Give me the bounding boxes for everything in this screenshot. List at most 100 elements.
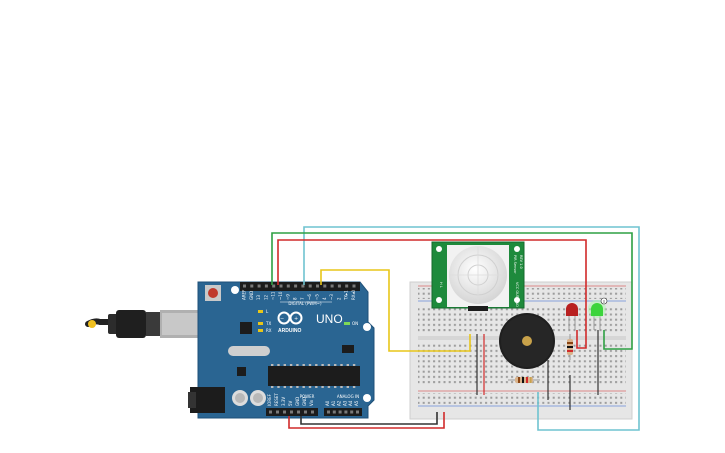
power-pin-label: Vin bbox=[309, 399, 314, 406]
pir-pins bbox=[468, 306, 488, 311]
crystal-oscillator bbox=[228, 346, 270, 356]
digital-pin-label: 7 bbox=[300, 297, 305, 300]
pin-hole[interactable] bbox=[304, 410, 307, 414]
pin-hole[interactable] bbox=[301, 284, 305, 288]
digital-pin-label: ~11 bbox=[271, 291, 276, 300]
on-label: ON bbox=[352, 321, 358, 326]
wire-black-bottom[interactable] bbox=[300, 412, 438, 425]
bottom-pin-holes bbox=[269, 410, 359, 414]
power-pin-label: GND bbox=[295, 397, 300, 406]
pin-hole[interactable] bbox=[352, 284, 356, 288]
pin-hole[interactable] bbox=[257, 284, 261, 288]
pin-hole[interactable] bbox=[294, 284, 298, 288]
pin-hole[interactable] bbox=[337, 284, 341, 288]
digital-pin-label: TX▸1 bbox=[344, 290, 349, 301]
digital-pin-label: ~3 bbox=[329, 294, 334, 300]
digital-header[interactable] bbox=[240, 282, 360, 291]
digital-pin-label: ~10 bbox=[278, 291, 283, 300]
mounting-hole bbox=[363, 394, 371, 402]
pin-hole[interactable] bbox=[316, 284, 319, 288]
pin-hole[interactable] bbox=[308, 284, 312, 288]
pin-hole[interactable] bbox=[350, 410, 354, 414]
usb-cable[interactable] bbox=[85, 310, 200, 338]
pin-hole[interactable] bbox=[338, 410, 342, 414]
pin-hole[interactable] bbox=[243, 284, 246, 288]
on-led bbox=[344, 322, 350, 325]
capacitors bbox=[232, 390, 266, 406]
mounting-hole bbox=[363, 323, 371, 331]
arduino-logo-text: ARDUINO bbox=[278, 328, 301, 334]
digital-pin-label: 2 bbox=[336, 297, 341, 300]
pin-hole[interactable] bbox=[272, 284, 276, 288]
info-icon[interactable] bbox=[600, 297, 608, 305]
l-label: L bbox=[266, 309, 269, 314]
svg-text:−: − bbox=[280, 316, 284, 322]
digital-pin-label: GND bbox=[249, 291, 254, 300]
atmega-chip bbox=[268, 364, 360, 388]
analog-pin-label: A0 bbox=[325, 400, 330, 406]
usb-chip bbox=[240, 322, 252, 334]
pir-pin-label: VCC OUT GND bbox=[515, 282, 519, 307]
pin-hole[interactable] bbox=[327, 410, 330, 414]
wire-cyan[interactable] bbox=[303, 226, 640, 431]
digital-pin-label: 12 bbox=[263, 294, 268, 300]
analog-header[interactable] bbox=[324, 408, 362, 416]
analog-pin-label: A4 bbox=[348, 400, 353, 406]
pin-hole[interactable] bbox=[323, 284, 327, 288]
power-pin-label: GND bbox=[302, 397, 307, 406]
pir-rev-label: REV 1.0 bbox=[519, 255, 523, 269]
pin-hole[interactable] bbox=[345, 284, 349, 288]
tx-label: TX bbox=[265, 321, 271, 326]
pin-hole[interactable] bbox=[344, 410, 348, 414]
pin-hole[interactable] bbox=[279, 284, 283, 288]
analog-pin-label: A3 bbox=[342, 400, 347, 406]
power-pin-label: IOREF bbox=[267, 393, 272, 406]
pin-hole[interactable] bbox=[286, 284, 290, 288]
pin-hole[interactable] bbox=[356, 410, 359, 414]
pin-hole[interactable] bbox=[276, 410, 279, 414]
wires bbox=[271, 226, 640, 431]
digital-pin-label: AREF bbox=[242, 289, 247, 300]
digital-pin-holes bbox=[243, 284, 356, 288]
pir-jumper-label: H L bbox=[439, 282, 443, 288]
pin-hole[interactable] bbox=[290, 410, 293, 414]
pin-hole[interactable] bbox=[297, 410, 300, 414]
led-green[interactable] bbox=[588, 300, 606, 330]
digital-label: DIGITAL (PWM~) bbox=[288, 301, 322, 306]
pin-hole[interactable] bbox=[283, 410, 286, 414]
pin-hole[interactable] bbox=[330, 284, 334, 288]
model-text: UNO bbox=[316, 312, 343, 326]
resistor-vertical[interactable] bbox=[567, 334, 573, 360]
pin-hole[interactable] bbox=[264, 284, 268, 288]
digital-pin-label: 13 bbox=[256, 294, 261, 300]
pin-hole[interactable] bbox=[311, 410, 314, 414]
rx-label: RX bbox=[266, 328, 272, 333]
resistor-horizontal[interactable] bbox=[508, 377, 540, 383]
piezo-buzzer[interactable] bbox=[499, 313, 555, 369]
led-red[interactable] bbox=[566, 303, 578, 330]
pin-hole[interactable] bbox=[332, 410, 336, 414]
pin-hole[interactable] bbox=[250, 284, 254, 288]
onboard-leds: L TX RX bbox=[258, 309, 272, 333]
reset-button[interactable] bbox=[205, 285, 221, 301]
analog-pin-label: A5 bbox=[354, 400, 359, 406]
arduino-logo: − + bbox=[277, 311, 303, 325]
power-pin-label: 3.3V bbox=[281, 397, 286, 406]
wire-green[interactable] bbox=[271, 232, 633, 350]
wire-yellow[interactable] bbox=[320, 269, 471, 352]
pir-sensor[interactable]: PIR Sensor REV 1.0 H L VCC OUT GND bbox=[431, 241, 525, 311]
digital-pin-label: 8 bbox=[293, 297, 298, 300]
wire-red-top[interactable] bbox=[277, 239, 587, 349]
power-pin-label: RESET bbox=[274, 393, 279, 406]
pin-hole[interactable] bbox=[269, 410, 272, 414]
wire-red-bottom[interactable] bbox=[288, 412, 445, 429]
analog-label: ANALOG IN bbox=[337, 394, 359, 399]
digital-pin-label: ~9 bbox=[285, 294, 290, 300]
analog-pin-label: A1 bbox=[331, 400, 336, 406]
power-jack[interactable] bbox=[188, 387, 225, 413]
digital-pin-label: ~5 bbox=[315, 294, 320, 300]
